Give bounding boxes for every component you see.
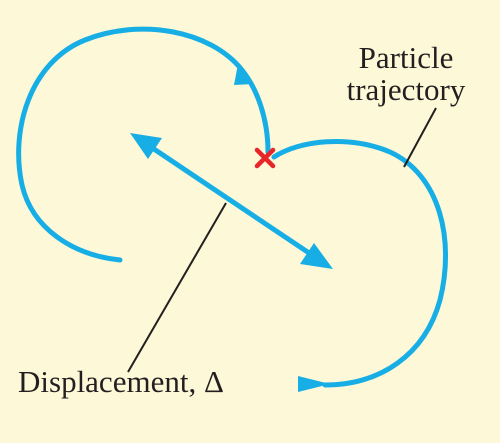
trajectory-arrowhead-upper [234,64,254,85]
trajectory-arrowhead-lower [298,376,330,392]
trajectory-leader-line [403,107,437,168]
trajectory-label-line2: trajectory [346,72,466,107]
trajectory-label-line1: Particle [358,40,454,75]
start-marker-cross-icon [254,147,276,169]
displacement-leader-line [127,202,227,373]
displacement-arrowhead-start [130,133,162,159]
displacement-arrow-shaft [143,140,320,262]
displacement-arrowhead-end [300,243,333,269]
particle-trajectory-label: Particle trajectory [336,42,476,106]
displacement-label: Displacement, Δ [18,364,224,399]
trajectory-loop-lower-right [271,138,448,388]
